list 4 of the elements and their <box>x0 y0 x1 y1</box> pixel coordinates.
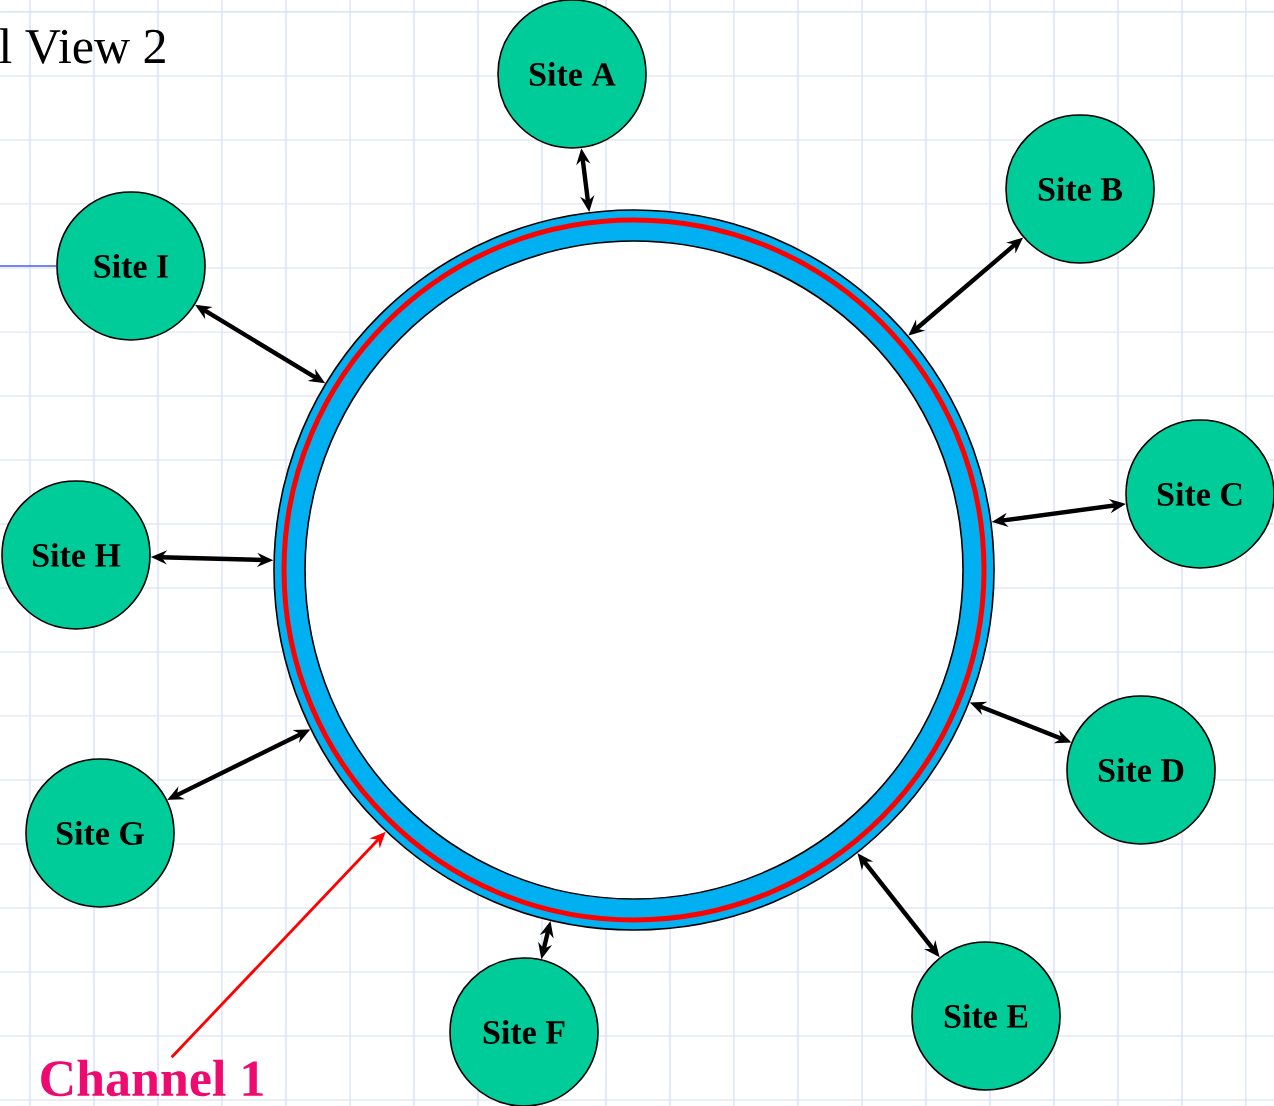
channel-label: Channel 1 <box>41 1059 263 1097</box>
connector-line <box>0 265 57 267</box>
ring-drawing <box>273 209 995 931</box>
title: l View 2 <box>0 28 165 64</box>
